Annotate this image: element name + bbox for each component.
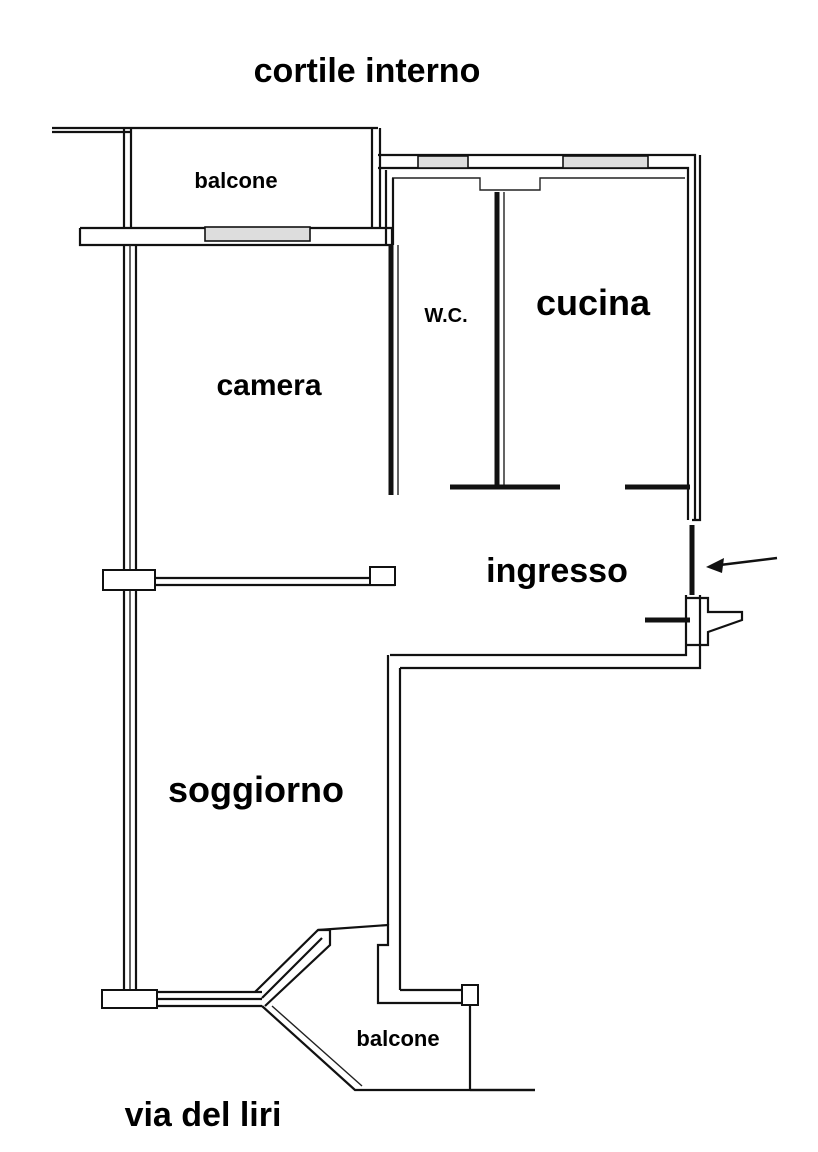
courtyard-label: cortile interno xyxy=(254,52,481,90)
street-label: via del liri xyxy=(125,1096,282,1134)
living-label: soggiorno xyxy=(168,769,344,810)
kitchen-label: cucina xyxy=(536,282,651,323)
camera-soggiorno-partition xyxy=(102,566,396,591)
wc-label: W.C. xyxy=(424,305,467,327)
arrow-left-icon xyxy=(706,556,778,573)
balcony-top-label: balcone xyxy=(194,168,277,193)
upper-right-walls xyxy=(378,153,702,522)
entrance-label: ingresso xyxy=(486,552,628,590)
left-exterior-wall xyxy=(122,245,138,990)
bedroom-label: camera xyxy=(216,369,321,402)
bottom-walls xyxy=(101,923,535,1092)
balcony-bottom-label: balcone xyxy=(356,1026,439,1051)
entrance-walls xyxy=(386,525,744,990)
